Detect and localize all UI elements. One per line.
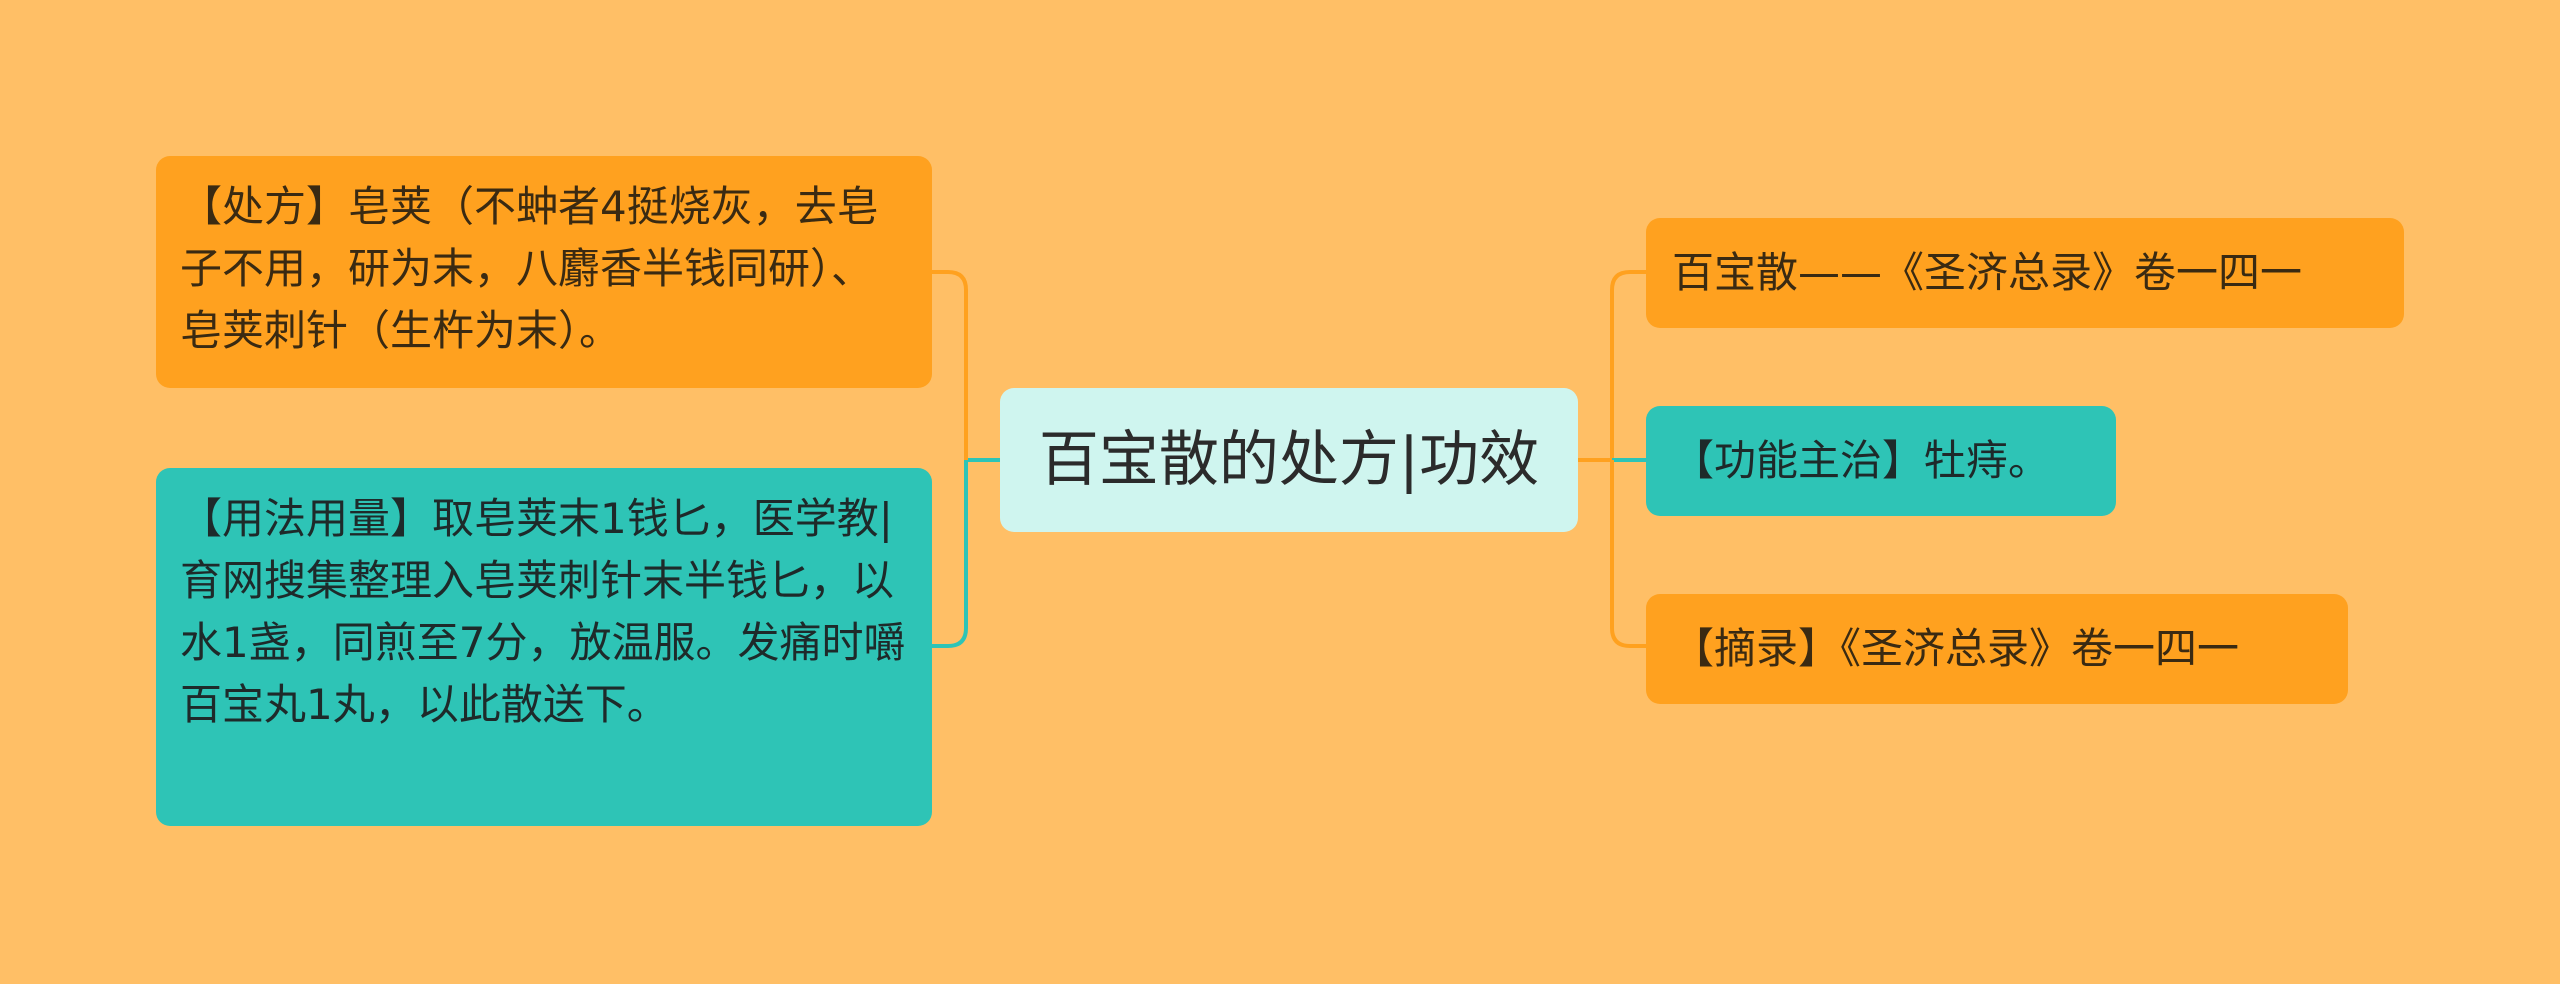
right-node-source-title[interactable]: 百宝散——《圣济总录》卷一四一	[1646, 218, 2404, 328]
left-node-prescription-label: 【处方】皂荚（不蚛者4挺烧灰，去皂子不用，研为末，八麝香半钱同研）、皂荚刺针（生…	[180, 182, 879, 355]
right-node-excerpt-label: 【摘录】《圣济总录》卷一四一	[1672, 624, 2240, 673]
right-node-source-title-label: 百宝散——《圣济总录》卷一四一	[1672, 248, 2303, 297]
left-node-usage-label: 【用法用量】取皂荚末1钱匕，医学教|育网搜集整理入皂荚刺针末半钱匕，以水1盏，同…	[180, 494, 906, 729]
connector-right-bottom	[1610, 460, 1646, 648]
right-node-excerpt[interactable]: 【摘录】《圣济总录》卷一四一	[1646, 594, 2348, 704]
connector-left-top	[932, 270, 968, 460]
right-node-indications[interactable]: 【功能主治】牡痔。	[1646, 406, 2116, 516]
connector-left-bottom	[932, 460, 968, 648]
connector-right-top	[1610, 270, 1646, 460]
right-node-indications-label: 【功能主治】牡痔。	[1672, 436, 2051, 485]
left-node-prescription[interactable]: 【处方】皂荚（不蚛者4挺烧灰，去皂子不用，研为末，八麝香半钱同研）、皂荚刺针（生…	[156, 156, 932, 388]
left-node-usage[interactable]: 【用法用量】取皂荚末1钱匕，医学教|育网搜集整理入皂荚刺针末半钱匕，以水1盏，同…	[156, 468, 932, 826]
center-node[interactable]: 百宝散的处方|功效	[1000, 388, 1578, 532]
center-node-label: 百宝散的处方|功效	[1038, 425, 1540, 495]
